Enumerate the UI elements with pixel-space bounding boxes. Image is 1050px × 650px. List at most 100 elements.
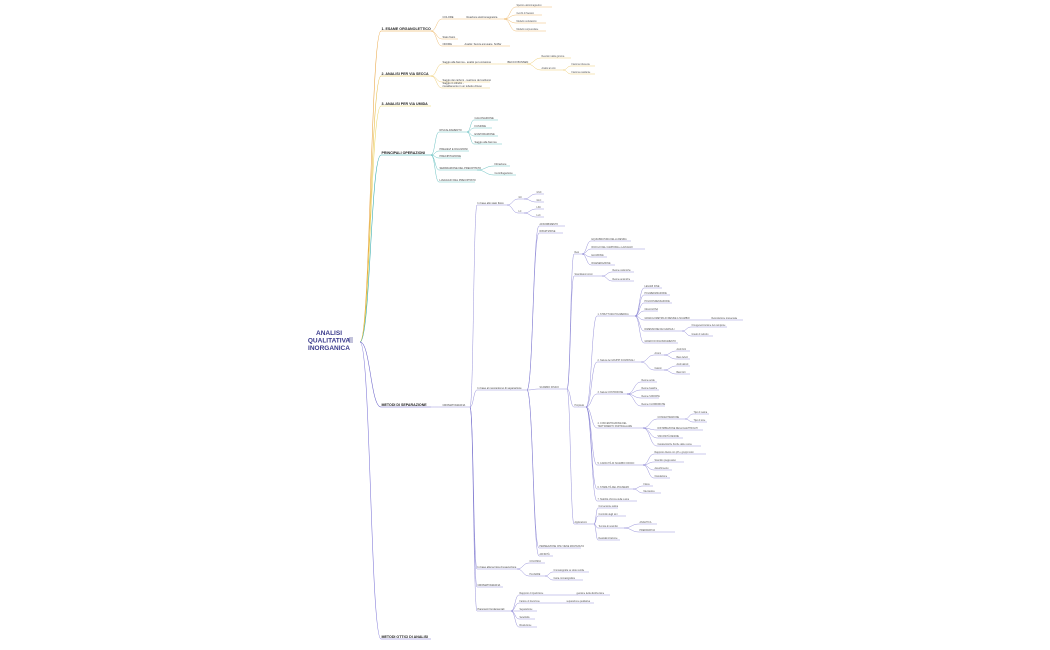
node-label[interactable]: Acidi forti: [677, 348, 687, 351]
node-label[interactable]: PERMEAZIONE CHE VIENE MANTENUTA: [540, 545, 585, 548]
node-label[interactable]: 5. CAPACITÀ DI SCAMBIO IONICO: [598, 462, 635, 465]
node-label[interactable]: BECCO BUNSEN: [508, 60, 529, 64]
node-label[interactable]: RICICLO DEL CAMPIONE e LAVAGGIO: [592, 246, 634, 249]
node-label[interactable]: 1. STRUTTURA POLIMERICA: [598, 313, 630, 316]
node-label[interactable]: DIMENSIONE DEI GRANULI: [645, 328, 675, 331]
node-label[interactable]: Fiamma riducente: [572, 63, 591, 66]
node-label[interactable]: SCAMBIO IONICO: [540, 386, 560, 389]
node-label[interactable]: LC: [519, 211, 522, 213]
node-label[interactable]: GRANULOMETRIA DI RESINE A SCAMBIO: [645, 317, 690, 320]
node-label[interactable]: Modello corpuscolare: [517, 28, 540, 31]
node-label[interactable]: Conversione salina: [599, 505, 619, 508]
node-label[interactable]: Assorbimento: [655, 467, 670, 470]
node-label[interactable]: EVAPORAZIONE: [475, 132, 496, 136]
node-label[interactable]: PLANARE: [530, 573, 541, 576]
node-label[interactable]: Spettro elettromagnetico: [517, 4, 543, 7]
node-label[interactable]: Cationi: [655, 367, 663, 370]
node-label[interactable]: LLC: [537, 215, 542, 217]
node-label[interactable]: POLIMERIZZAZIONE: [645, 292, 668, 295]
node-label[interactable]: 7. Stabilità chimica della resina: [598, 498, 630, 501]
node-label[interactable]: Basi forti: [677, 371, 686, 374]
node-label[interactable]: Tipo di ione: [694, 420, 707, 422]
node-label[interactable]: Dealcalinizzazione: [599, 538, 619, 540]
node-label[interactable]: Fattore di ritenzione: [520, 600, 541, 603]
node-label[interactable]: Risoluzione: [520, 625, 533, 627]
node-label[interactable]: Reazioni della gomma: [542, 56, 565, 58]
node-label[interactable]: SEPARAZIONE DEL PRECIPITATO: [440, 166, 482, 170]
node-label[interactable]: Reticolazione trasversale: [712, 317, 738, 320]
node-label[interactable]: Anioni: [655, 352, 662, 355]
node-label[interactable]: 4. CONCENTRAZIONE DEL: [598, 422, 628, 425]
node-label[interactable]: Fiamma ossidante: [572, 71, 591, 74]
node-label[interactable]: CROMATOGRAFIA: [478, 583, 501, 587]
node-label[interactable]: CROMATOGRAFIA: [443, 403, 466, 407]
node-label[interactable]: CELLULOSA: [645, 308, 659, 311]
node-label[interactable]: Reazione elettromagnetica: [467, 15, 498, 19]
node-label[interactable]: Analisi: Senza annusare. Sniffar: [465, 42, 502, 46]
node-label[interactable]: Controllo degli ioni: [599, 513, 618, 516]
branch-label[interactable]: METODI DI SEPARAZIONE: [382, 403, 428, 407]
node-label[interactable]: In base allo stato fisico: [478, 201, 505, 205]
node-label[interactable]: Resine cationiche: [613, 269, 632, 272]
node-label[interactable]: CONCENTRAZIONE: [658, 416, 680, 419]
node-label[interactable]: Resine basiche: [642, 388, 658, 390]
node-label[interactable]: COLONNA: [530, 560, 542, 563]
node-label[interactable]: Resine CLORIDRICHE: [642, 404, 666, 406]
node-label[interactable]: Ossidazione: [655, 476, 668, 478]
node-label[interactable]: Resine acide: [642, 380, 656, 382]
node-label[interactable]: LEGAMI IONE: [645, 285, 660, 288]
node-label[interactable]: 6. STABILITÀ DEL POLIMERO: [598, 486, 630, 489]
node-label[interactable]: GRADO DI RIGONFIAMENTO: [645, 340, 677, 343]
node-label[interactable]: Analisi al colo: [542, 67, 557, 70]
node-label[interactable]: separazione qualitativa: [567, 600, 591, 603]
branch-label[interactable]: 2. ANALISI PER VIA SECCA: [382, 72, 429, 76]
node-label[interactable]: Modello ondulatorio: [517, 20, 538, 23]
node-label[interactable]: Resine SODICHE: [642, 396, 661, 398]
node-label[interactable]: Carta cromatografica: [554, 577, 576, 580]
node-label[interactable]: Tipo di resina: [694, 411, 708, 414]
node-label[interactable]: PRECIPITAZIONE: [440, 154, 462, 158]
node-label[interactable]: GC: [519, 197, 523, 199]
node-label[interactable]: Resi: [575, 252, 580, 254]
node-label[interactable]: ELUIZIONE: [592, 255, 605, 257]
branch-label[interactable]: 3. ANALISI PER VIA UMIDA: [382, 102, 429, 106]
node-label[interactable]: Parametri fondamentali: [478, 607, 505, 611]
node-label[interactable]: Fisica: [644, 484, 651, 486]
branch-label[interactable]: 1. ESAME ORGANOLETTICO: [382, 27, 432, 31]
node-label[interactable]: Centrifugazione: [495, 171, 514, 175]
node-label[interactable]: Applicazioni: [575, 521, 588, 524]
node-label[interactable]: GSC: [537, 192, 542, 194]
node-label[interactable]: ADSORBIMENTO: [540, 223, 559, 226]
node-label[interactable]: Tecnica di scambio: [599, 526, 619, 528]
node-label[interactable]: LAVAGGIO DEL PRECIPITATO: [440, 178, 476, 182]
node-label[interactable]: Omogeneizzazione del campione: [692, 325, 727, 327]
node-label[interactable]: Stato fisico: [443, 35, 456, 39]
node-label[interactable]: Saggio alla fiamma - analisi per emissio…: [443, 60, 492, 64]
node-label[interactable]: Cromatografia su strato sottile: [554, 569, 585, 572]
node-label[interactable]: RIGENERAZIONE: [592, 262, 611, 265]
node-label[interactable]: Acidi deboli: [677, 363, 689, 366]
node-label[interactable]: AFFINITÀ: [540, 553, 551, 556]
node-label[interactable]: Grado di reticolo: [692, 333, 710, 336]
node-label[interactable]: Cerchi di Newton: [517, 12, 535, 15]
node-label[interactable]: LSC: [537, 207, 542, 209]
node-label[interactable]: Saggio alla fiamma: [475, 140, 498, 144]
node-label[interactable]: Resine anioniche: [613, 279, 631, 281]
branch-label[interactable]: METODI OTTICI DI ANALISI: [382, 635, 429, 639]
node-label[interactable]: FUSIONE: [475, 124, 487, 128]
node-label[interactable]: CALCINAZIONE: [475, 116, 494, 120]
node-label[interactable]: Saggio in cilindro -: [443, 81, 464, 85]
node-label[interactable]: PREPARATIVA: [640, 529, 656, 532]
node-label[interactable]: Selettività: [520, 616, 531, 619]
node-label[interactable]: Meccanica: [644, 491, 656, 493]
node-label[interactable]: Separazione: [520, 608, 534, 611]
node-label[interactable]: Basi deboli: [677, 357, 689, 359]
node-label[interactable]: In base alla tecnica di esecuzione: [478, 565, 517, 569]
node-label[interactable]: gestione della distribuzione: [577, 592, 605, 595]
node-label[interactable]: RISCALDAMENTO: [440, 128, 462, 132]
node-label[interactable]: Rapporto di ripartizione: [520, 592, 544, 595]
node-label[interactable]: Scambio pregressivo: [655, 459, 677, 462]
node-label[interactable]: COLORE: [443, 15, 454, 19]
node-label[interactable]: RIPARTIZIONE: [540, 230, 556, 233]
node-label[interactable]: 2. Natura dei GRUPPI FUNZIONALI: [598, 359, 635, 362]
